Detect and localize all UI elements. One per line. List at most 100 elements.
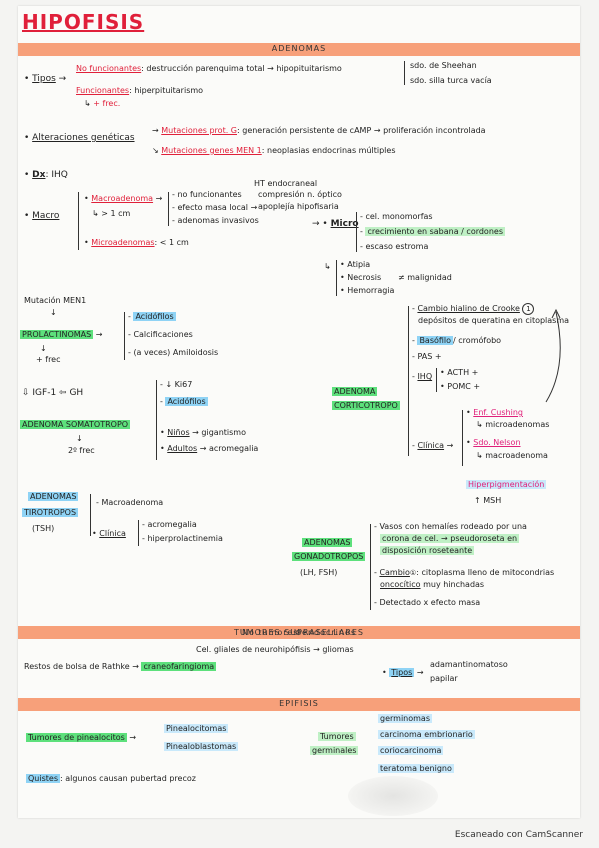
prolactinomas-frec-arrow: ↓: [40, 344, 47, 353]
corticotropo-label1: ADENOMA: [332, 387, 378, 396]
atipia: • Atipia: [340, 260, 371, 269]
brace: [336, 260, 337, 296]
prolactinomas-label: PROLACTINOMAS →: [20, 330, 103, 339]
page-title: HIPOFISIS: [22, 10, 145, 34]
silla-turca: sdo. silla turca vacía: [410, 76, 492, 85]
teratoma-benigno: teratoma benigno: [378, 764, 454, 773]
hemorragia: • Hemorragia: [340, 286, 395, 295]
soma-acidofilos: - Acidófilos: [160, 397, 208, 406]
prolactinomas-frec: + frec: [36, 355, 61, 364]
brace: [90, 494, 91, 536]
prol-i3: - (a veces) Amiloidosis: [128, 348, 219, 357]
arrow-down: ↓: [76, 434, 83, 443]
nelson-macro: ↳ macroadenoma: [476, 451, 548, 460]
adultos: • Adultos → acromegalia: [160, 444, 259, 453]
notes-page: HIPOFISIS ADENOMAS • Tipos → No funciona…: [18, 6, 580, 818]
germinomas: germinomas: [378, 714, 432, 723]
pinealocitomas: Pinealocitomas: [164, 724, 229, 733]
macro-i3: - adenomas invasivos: [172, 216, 259, 225]
clinica: - Clínica →: [412, 441, 454, 450]
mutacion-men1: Mutación MEN1: [24, 296, 87, 305]
cel-gliales: Cel. gliales de neurohipófisis → gliomas: [196, 645, 354, 654]
tumores-pinealocitos: Tumores de pinealocitos →: [26, 733, 137, 742]
brace: [138, 520, 139, 546]
compresion-optico: compresión n. óptico: [258, 190, 342, 199]
cushing: • Enf. Cushing: [466, 408, 523, 417]
cushing-micro: ↳ microadenomas: [476, 420, 550, 429]
pomc: • POMC +: [440, 382, 481, 391]
basofilo: - Basófilo/ cromófobo: [412, 336, 502, 345]
curved-arrow-icon: [545, 308, 561, 403]
alteraciones-m1: → Mutaciones prot. G: generación persist…: [152, 126, 486, 135]
gona-cambio: - Cambio①: citoplasma lleno de mitocondr…: [374, 568, 555, 577]
tirotropos-label1: ADENOMAS: [28, 492, 79, 501]
tiro-c1: - acromegalia: [142, 520, 197, 529]
micro-label: → • Micro: [312, 219, 359, 229]
alteraciones-m2: ↘ Mutaciones genes MEN 1: neoplasias end…: [152, 146, 396, 155]
macro-i2: - efecto masa local →: [172, 203, 258, 212]
apoplejia: apoplejía hipofisaria: [258, 202, 339, 211]
pinealoblastomas: Pinealoblastomas: [164, 742, 239, 751]
brace: [356, 212, 357, 252]
macro-label: • Macro: [24, 211, 60, 221]
gona-oncocitico: oncocítico muy hinchadas: [380, 580, 485, 589]
adamantinomatoso: adamantinomatoso: [430, 660, 508, 669]
quistes: Quistes: algunos causan pubertad precoz: [26, 774, 196, 783]
tumores-germinales-1: Tumores: [318, 732, 356, 741]
corticotropo-label2: CORTICOTROPO: [332, 401, 400, 410]
microadenoma: • Microadenomas: < 1 cm: [84, 238, 189, 247]
tirotropos-label2: TIROTROPOS: [22, 508, 79, 517]
tumores-germinales-2: germinales: [310, 746, 359, 755]
gona-i3: - Detectado x efecto masa: [374, 598, 481, 607]
cambio-crooke: - Cambio hialino de Crooke 1: [412, 303, 535, 315]
carcinoma-embrionario: carcinoma embrionario: [378, 730, 475, 739]
supra-tipos: • Tipos →: [382, 668, 424, 677]
section-band-adenomas: ADENOMAS: [18, 43, 580, 56]
section-band-epifisis: EPIFISIS: [18, 698, 580, 711]
micro-arrow: ↳: [324, 262, 331, 271]
gona-i1: - Vasos con hemalíes rodeado por una: [374, 522, 527, 531]
section-band-supraselares: TUMORES SUPRASELLARES ⊗ No tumores endoc…: [18, 626, 580, 639]
micro-c1: - cel. monomorfas: [360, 212, 433, 221]
necrosis: • Necrosis: [340, 273, 382, 282]
dx: • Dx: IHQ: [24, 170, 68, 180]
brace: [370, 524, 371, 610]
rathke: Restos de bolsa de Rathke → craneofaring…: [24, 662, 217, 671]
sheehan: sdo. de Sheehan: [410, 61, 477, 70]
somatotropo-label: ADENOMA SOMATOTROPO: [20, 420, 131, 429]
cambio-crooke-desc: depósitos de queratina en citoplasma: [418, 316, 570, 325]
prol-i1: - Acidófilos: [128, 312, 176, 321]
brace: [404, 61, 405, 85]
brace: [462, 410, 463, 466]
hiperpigmentacion: Hiperpigmentación: [466, 480, 547, 489]
tiro-clinica: • Clínica: [92, 529, 126, 538]
tipos-frec: ↳ + frec.: [84, 99, 121, 108]
tipos-label: • Tipos →: [24, 74, 67, 84]
prol-i2: - Calcificaciones: [128, 330, 193, 339]
no-malignidad: ≠ malignidad: [398, 273, 452, 282]
arrow-down: ↓: [50, 308, 57, 317]
msh: ↑ MSH: [474, 496, 502, 505]
brace: [408, 306, 409, 456]
tiro-c2: - hiperprolactinemia: [142, 534, 223, 543]
brace: [156, 380, 157, 460]
tirotropos-label3: (TSH): [32, 524, 55, 533]
pas: - PAS +: [412, 352, 442, 361]
gonadotropos-label2: GONADOTROPOS: [292, 552, 366, 561]
acth: • ACTH +: [440, 368, 479, 377]
tipos-no-func: No funcionantes: destrucción parenquima …: [76, 64, 342, 73]
macro-i1: - no funcionantes: [172, 190, 242, 199]
somatotropo-frec: 2º frec: [68, 446, 95, 455]
tipos-func: Funcionantes: hiperpituitarismo: [76, 86, 204, 95]
gona-i1b: corona de cel. → pseudoroseta en: [380, 534, 520, 543]
brace: [168, 192, 169, 226]
micro-c3: - escaso estroma: [360, 242, 429, 251]
size-gt-1cm: ↳ > 1 cm: [92, 209, 131, 218]
ht-endocraneal: HT endocraneal: [254, 179, 318, 188]
macroadenoma: • Macroadenoma →: [84, 194, 163, 203]
brace: [78, 192, 79, 250]
papilar: papilar: [430, 674, 458, 683]
ihq: - IHQ: [412, 372, 433, 381]
gonadotropos-label3: (LH, FSH): [300, 568, 338, 577]
tiro-macroadenoma: - Macroadenoma: [96, 498, 164, 507]
